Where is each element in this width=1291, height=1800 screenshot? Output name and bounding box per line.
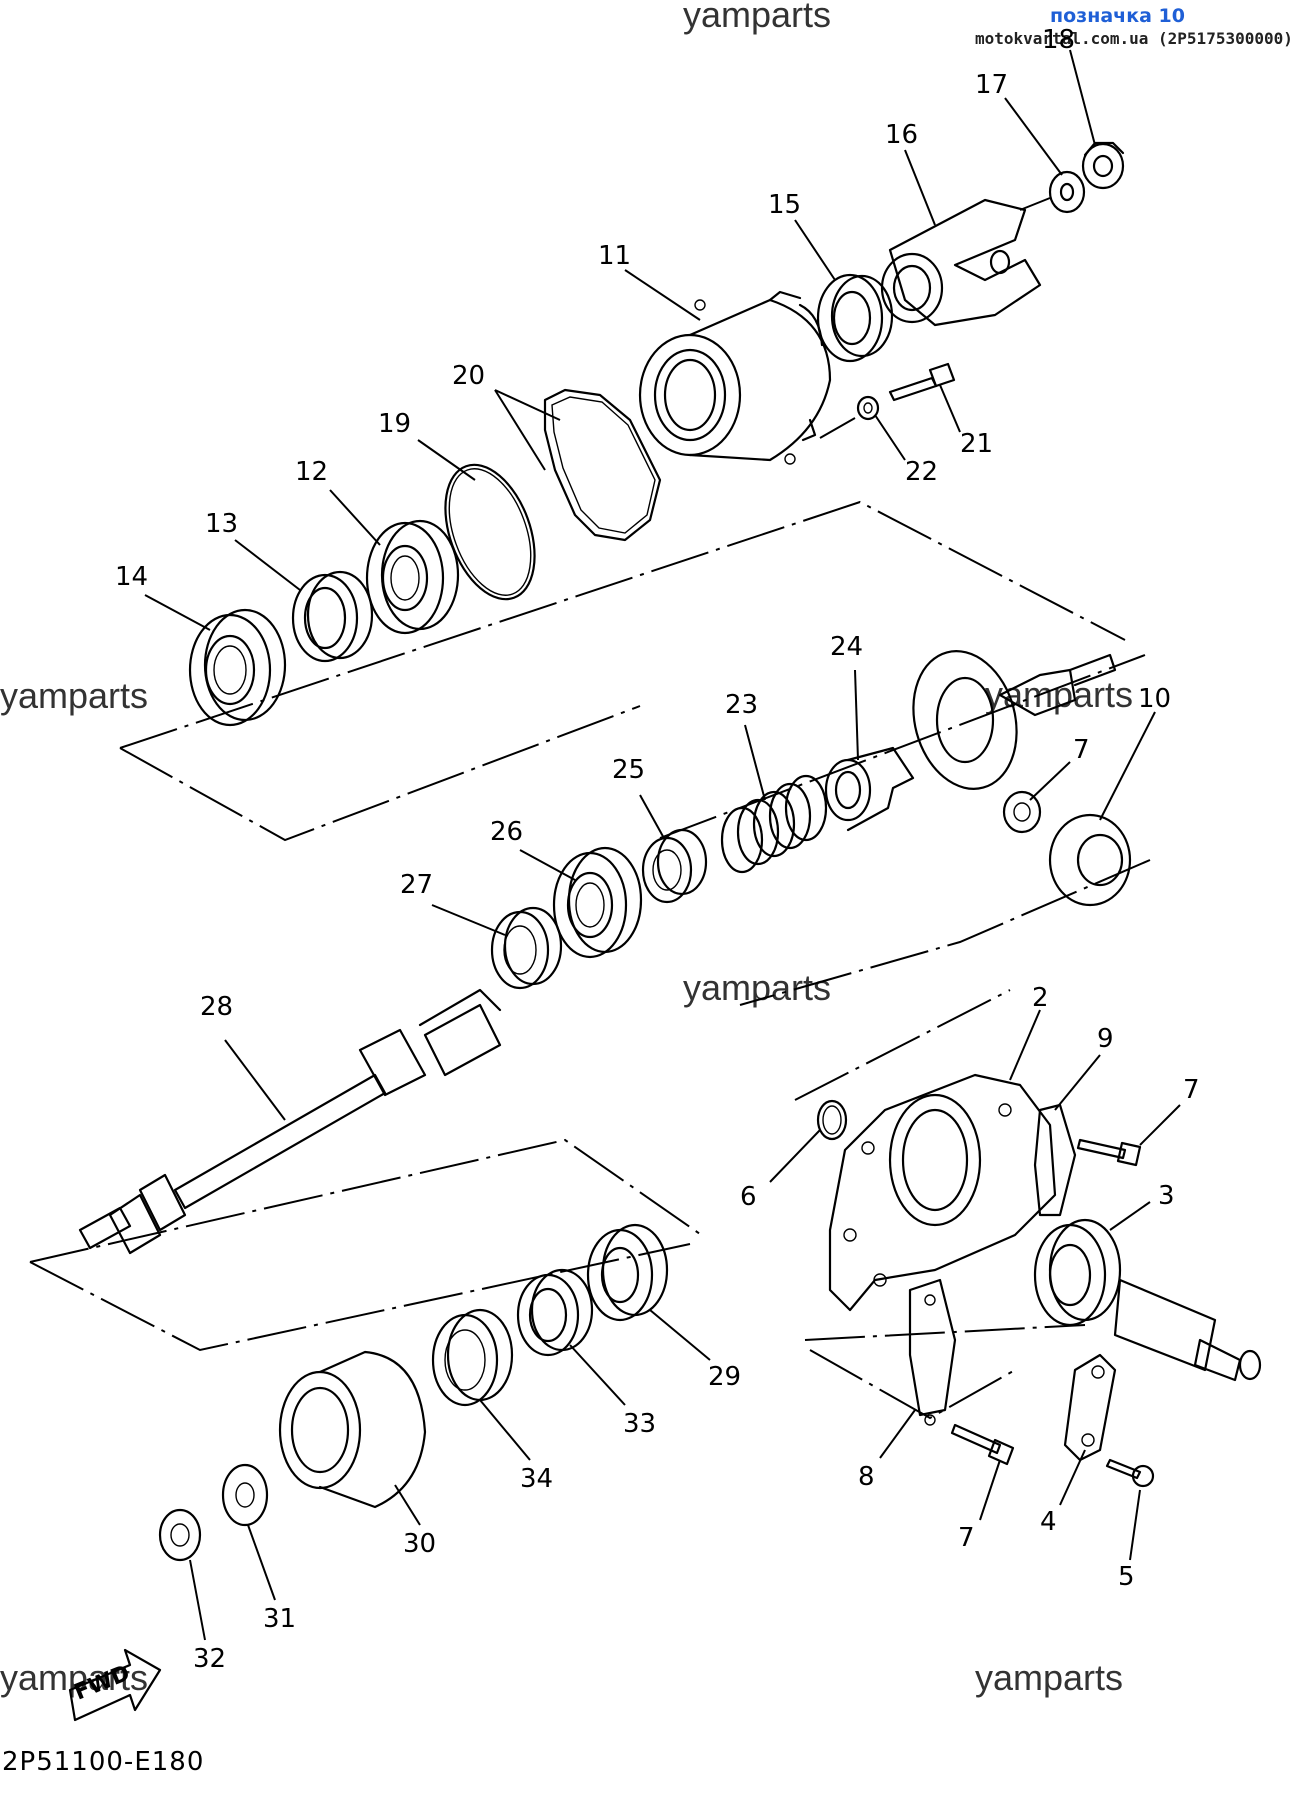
part-22-washer: [856, 395, 880, 421]
part-5-o-ring: [816, 1099, 848, 1141]
part-13-ring-nut: [291, 570, 374, 663]
part-31-washer: [221, 1463, 269, 1527]
callout-11: 11: [598, 241, 631, 271]
callout-30: 30: [403, 1529, 436, 1559]
callout-22: 22: [905, 457, 938, 487]
callout-19: 19: [378, 409, 411, 439]
assembly-axis-lines: [29, 197, 1151, 1420]
diagram-code: 2P51100-E180: [2, 1747, 204, 1777]
callout-7-upper: 7: [1183, 1075, 1200, 1105]
part-24-cam: [824, 746, 915, 832]
part-7-bolt-upper: [1076, 1138, 1142, 1167]
callout-13: 13: [205, 509, 238, 539]
callout-24: 24: [830, 632, 863, 662]
part-3-stopper-plate: [1063, 1353, 1117, 1462]
part-33-ring-nut: [516, 1268, 594, 1357]
part-11-bearing-housing: [638, 290, 832, 465]
output-shaft: [1113, 1278, 1262, 1382]
callout-27: 27: [400, 870, 433, 900]
callout-21: 21: [960, 429, 993, 459]
part-8-plate: [908, 1278, 957, 1426]
callout-25: 25: [612, 755, 645, 785]
callout-17: 17: [975, 70, 1008, 100]
callout-15: 15: [768, 190, 801, 220]
part-23-spring: [720, 774, 828, 874]
part-28-drive-shaft: [78, 988, 502, 1255]
part-32-nut: [158, 1508, 202, 1562]
callout-29: 29: [708, 1362, 741, 1392]
part-25-collar: [641, 828, 708, 904]
callout-7-lower: 7: [958, 1523, 975, 1553]
callout-16: 16: [885, 120, 918, 150]
callout-6: 7: [1073, 735, 1090, 765]
callout-4: 5: [1118, 1562, 1135, 1592]
part-20-shim-gasket: [543, 388, 662, 542]
part-9-gasket: [1033, 1103, 1077, 1217]
callout-2: 3: [1158, 1181, 1175, 1211]
callout-9: 9: [1097, 1024, 1114, 1054]
part-1-gear-case-housing: [828, 1073, 1057, 1312]
part-2-bearing: [1033, 1218, 1122, 1327]
watermark: yamparts: [683, 0, 831, 35]
callout-31: 31: [263, 1604, 296, 1634]
part-21-bolt: [888, 362, 956, 402]
callout-5: 6: [740, 1182, 757, 1212]
callout-18: 18: [1042, 25, 1075, 55]
part-7-bolt-lower: [950, 1423, 1015, 1466]
part-4-screw: [1105, 1458, 1155, 1488]
part-16-universal-joint-yoke: [880, 198, 1042, 327]
part-19-o-ring: [444, 463, 536, 601]
callout-20: 20: [452, 361, 485, 391]
part-12-bearing: [365, 519, 460, 635]
callout-1: 2: [1032, 983, 1049, 1013]
callout-26: 26: [490, 817, 523, 847]
header-site-text: motokvartal.com.ua (2P5175300000): [975, 29, 1291, 48]
callout-34: 34: [520, 1464, 553, 1494]
part-27-oil-seal: [490, 906, 563, 990]
watermark: yamparts: [683, 967, 831, 1008]
part-6-nut: [1002, 790, 1042, 834]
callout-28: 28: [200, 992, 233, 1022]
callout-8: 8: [858, 1462, 875, 1492]
leader-lines: [144, 49, 1181, 1641]
callout-33: 33: [623, 1409, 656, 1439]
part-17-washer: [1048, 170, 1086, 214]
part-34-oil-seal: [431, 1308, 514, 1407]
header-label-link[interactable]: позначка 10: [1050, 5, 1185, 27]
part-18-flange-nut: [1081, 141, 1125, 190]
callout-32: 32: [193, 1644, 226, 1674]
part-14-bearing: [188, 608, 287, 727]
watermark: yamparts: [0, 675, 148, 716]
part-29-bearing: [586, 1223, 669, 1322]
callout-23: 23: [725, 690, 758, 720]
watermark: yamparts: [985, 674, 1133, 715]
callout-3: 4: [1040, 1507, 1057, 1537]
watermark: yamparts: [975, 1657, 1123, 1698]
part-10-bevel-gear-set: [912, 650, 1132, 907]
callout-12: 12: [295, 457, 328, 487]
callout-10: 10: [1138, 684, 1171, 714]
watermark: yamparts: [0, 1657, 148, 1698]
part-15-oil-seal: [816, 273, 894, 363]
callout-numbers: 18 17 16 15 11 20 19 12 13 14 21 22 24 2…: [115, 25, 1200, 1674]
part-26-bearing: [552, 846, 643, 959]
callout-14: 14: [115, 562, 148, 592]
part-30-coupling-gear: [278, 1350, 427, 1509]
